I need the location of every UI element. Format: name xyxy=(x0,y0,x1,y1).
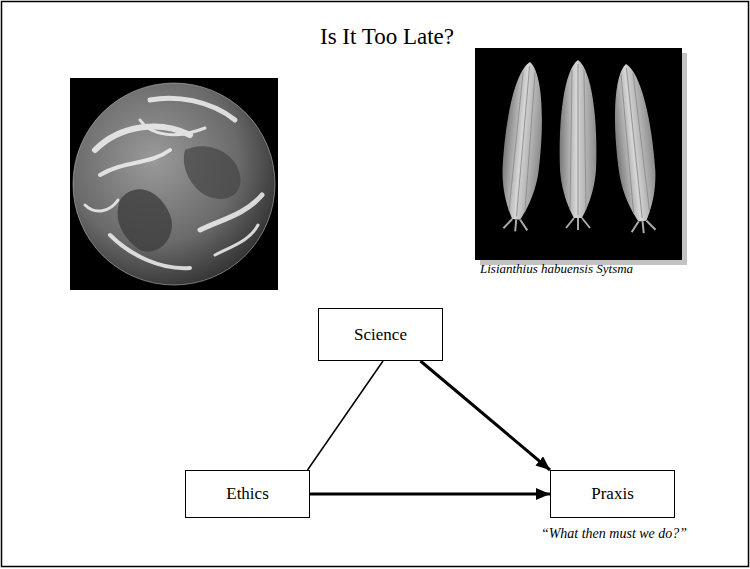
praxis-quote: “What then must we do?” xyxy=(541,526,687,542)
concept-box: Ethics xyxy=(185,470,310,518)
box-label: Praxis xyxy=(591,484,634,504)
concept-box: Science xyxy=(318,308,443,361)
box-label: Science xyxy=(354,325,407,345)
earth-photo xyxy=(70,78,278,290)
plain-connector xyxy=(308,361,384,470)
flower-photo xyxy=(475,48,687,265)
concept-box: Praxis xyxy=(550,470,675,518)
arrow-connector xyxy=(310,493,550,496)
arrow-connector xyxy=(421,361,551,470)
box-label: Ethics xyxy=(226,484,269,504)
photo-caption: Lisianthius habuensis Sytsma xyxy=(480,261,633,277)
slide-title: Is It Too Late? xyxy=(320,24,454,50)
